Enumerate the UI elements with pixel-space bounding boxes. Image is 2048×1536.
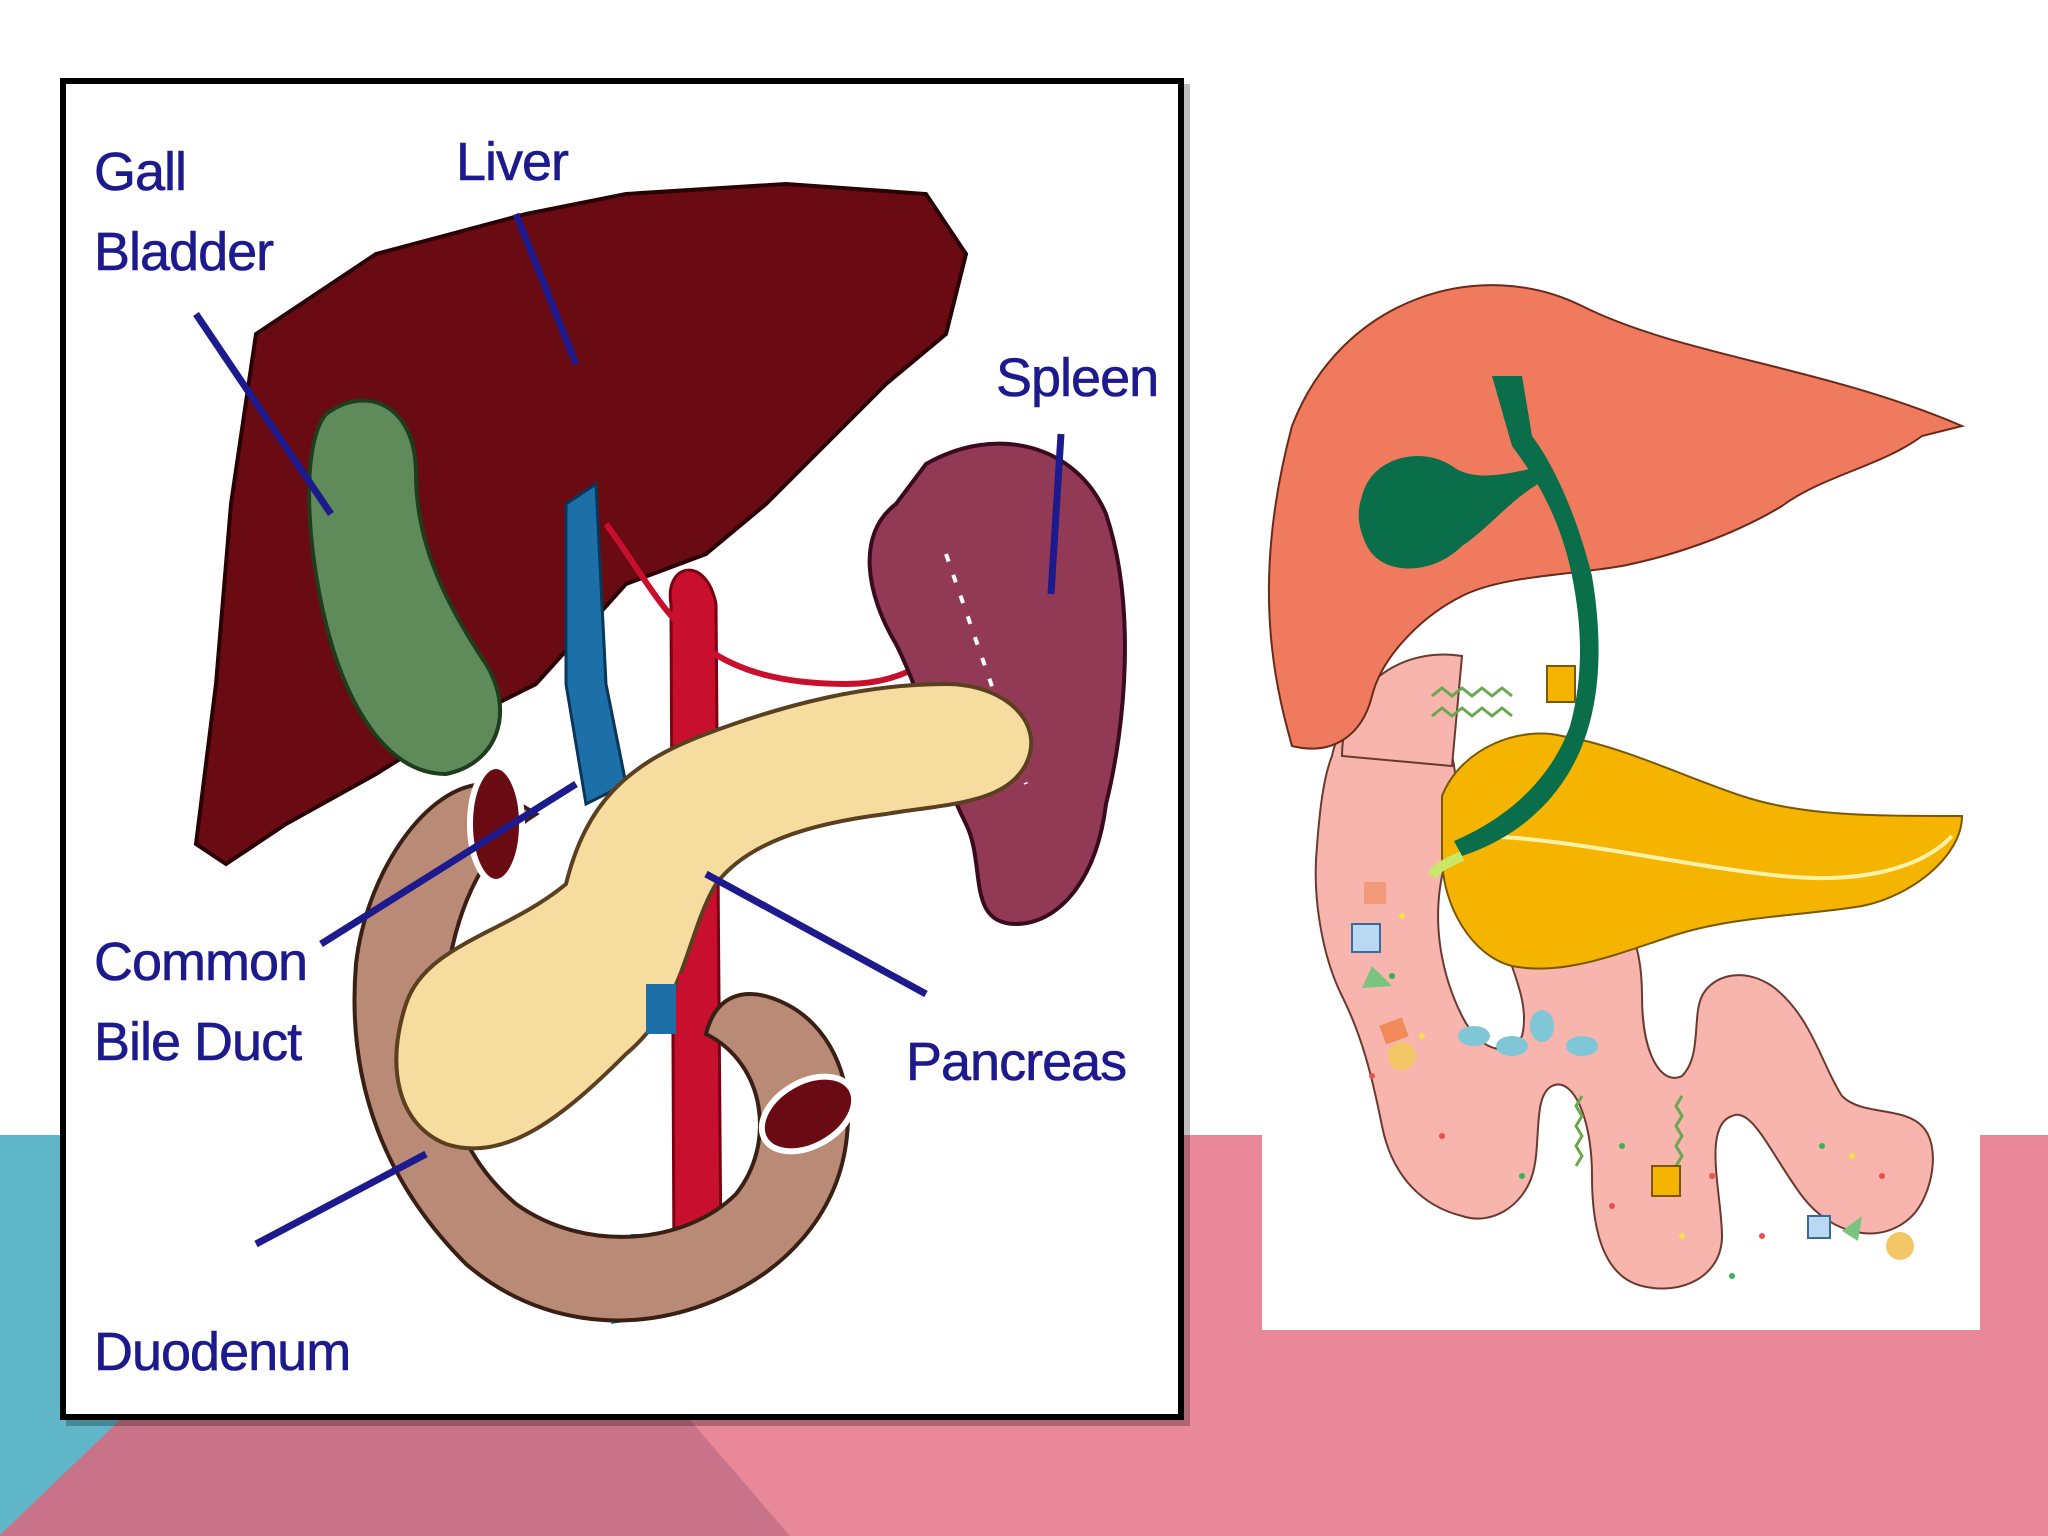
- common-bile-duct-label-line1: Common: [94, 922, 307, 1002]
- bg-mauve-band: [0, 1420, 790, 1536]
- gall-bladder-label-line1: Gall: [94, 132, 186, 212]
- duodenum-label: Duodenum: [94, 1312, 350, 1392]
- pancreas-leader: [706, 874, 926, 994]
- pancreas-label: Pancreas: [906, 1022, 1126, 1102]
- duodenum-leader: [256, 1154, 426, 1244]
- anatomy-diagram-left: Gall Bladder Liver Spleen Common Bile Du…: [60, 78, 1184, 1420]
- common-bile-duct-label-line2: Bile Duct: [94, 1002, 301, 1082]
- liver-label: Liver: [456, 122, 568, 202]
- pancreas-shape-right: [1442, 734, 1962, 969]
- spleen-label: Spleen: [996, 338, 1158, 418]
- gall-bladder-label-line2: Bladder: [94, 212, 273, 292]
- digestive-illustration-right: [1262, 276, 1980, 1330]
